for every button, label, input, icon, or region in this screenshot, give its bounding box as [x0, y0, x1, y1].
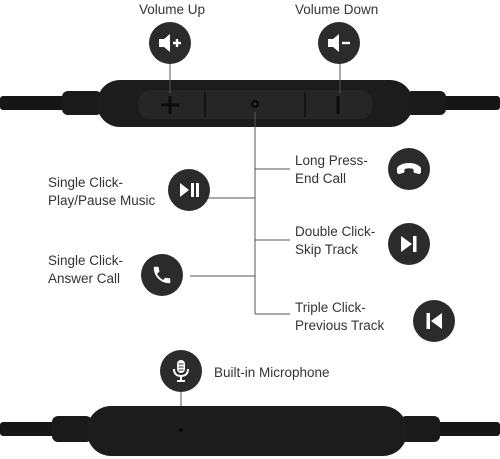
phone-icon: [141, 254, 183, 296]
hang-up-icon: [388, 148, 430, 190]
play-pause-icon: [168, 169, 210, 211]
single-click-play-label-2: Play/Pause Music: [48, 193, 156, 208]
single-click-answer-label-2: Answer Call: [48, 271, 121, 286]
long-press-label-2: End Call: [295, 171, 347, 186]
microphone-icon: [160, 350, 202, 392]
long-press-label-1: Long Press-: [295, 153, 368, 168]
skip-forward-icon: [388, 223, 430, 265]
bottom-remote-body: [87, 406, 407, 456]
speaker-minus-icon: [318, 22, 360, 64]
volume-up-label: Volume Up: [139, 2, 206, 17]
triple-click-label-2: Previous Track: [295, 318, 385, 333]
double-click-label-2: Skip Track: [295, 242, 359, 257]
single-click-answer-label-1: Single Click-: [48, 253, 124, 268]
speaker-plus-icon: [149, 22, 191, 64]
top-cable-strain-relief-right: [406, 91, 446, 115]
bottom-cable-strain-relief-right: [400, 416, 440, 442]
microphone-hole: [179, 428, 183, 432]
bottom-cable-strain-relief-left: [52, 416, 92, 442]
volume-down-label: Volume Down: [295, 2, 379, 17]
triple-click-label-1: Triple Click-: [295, 300, 366, 315]
top-cable-strain-relief-left: [62, 91, 102, 115]
double-click-label-1: Double Click-: [295, 224, 376, 239]
microphone-label: Built-in Microphone: [214, 365, 330, 380]
skip-back-icon: [413, 300, 455, 342]
single-click-play-label-1: Single Click-: [48, 175, 124, 190]
